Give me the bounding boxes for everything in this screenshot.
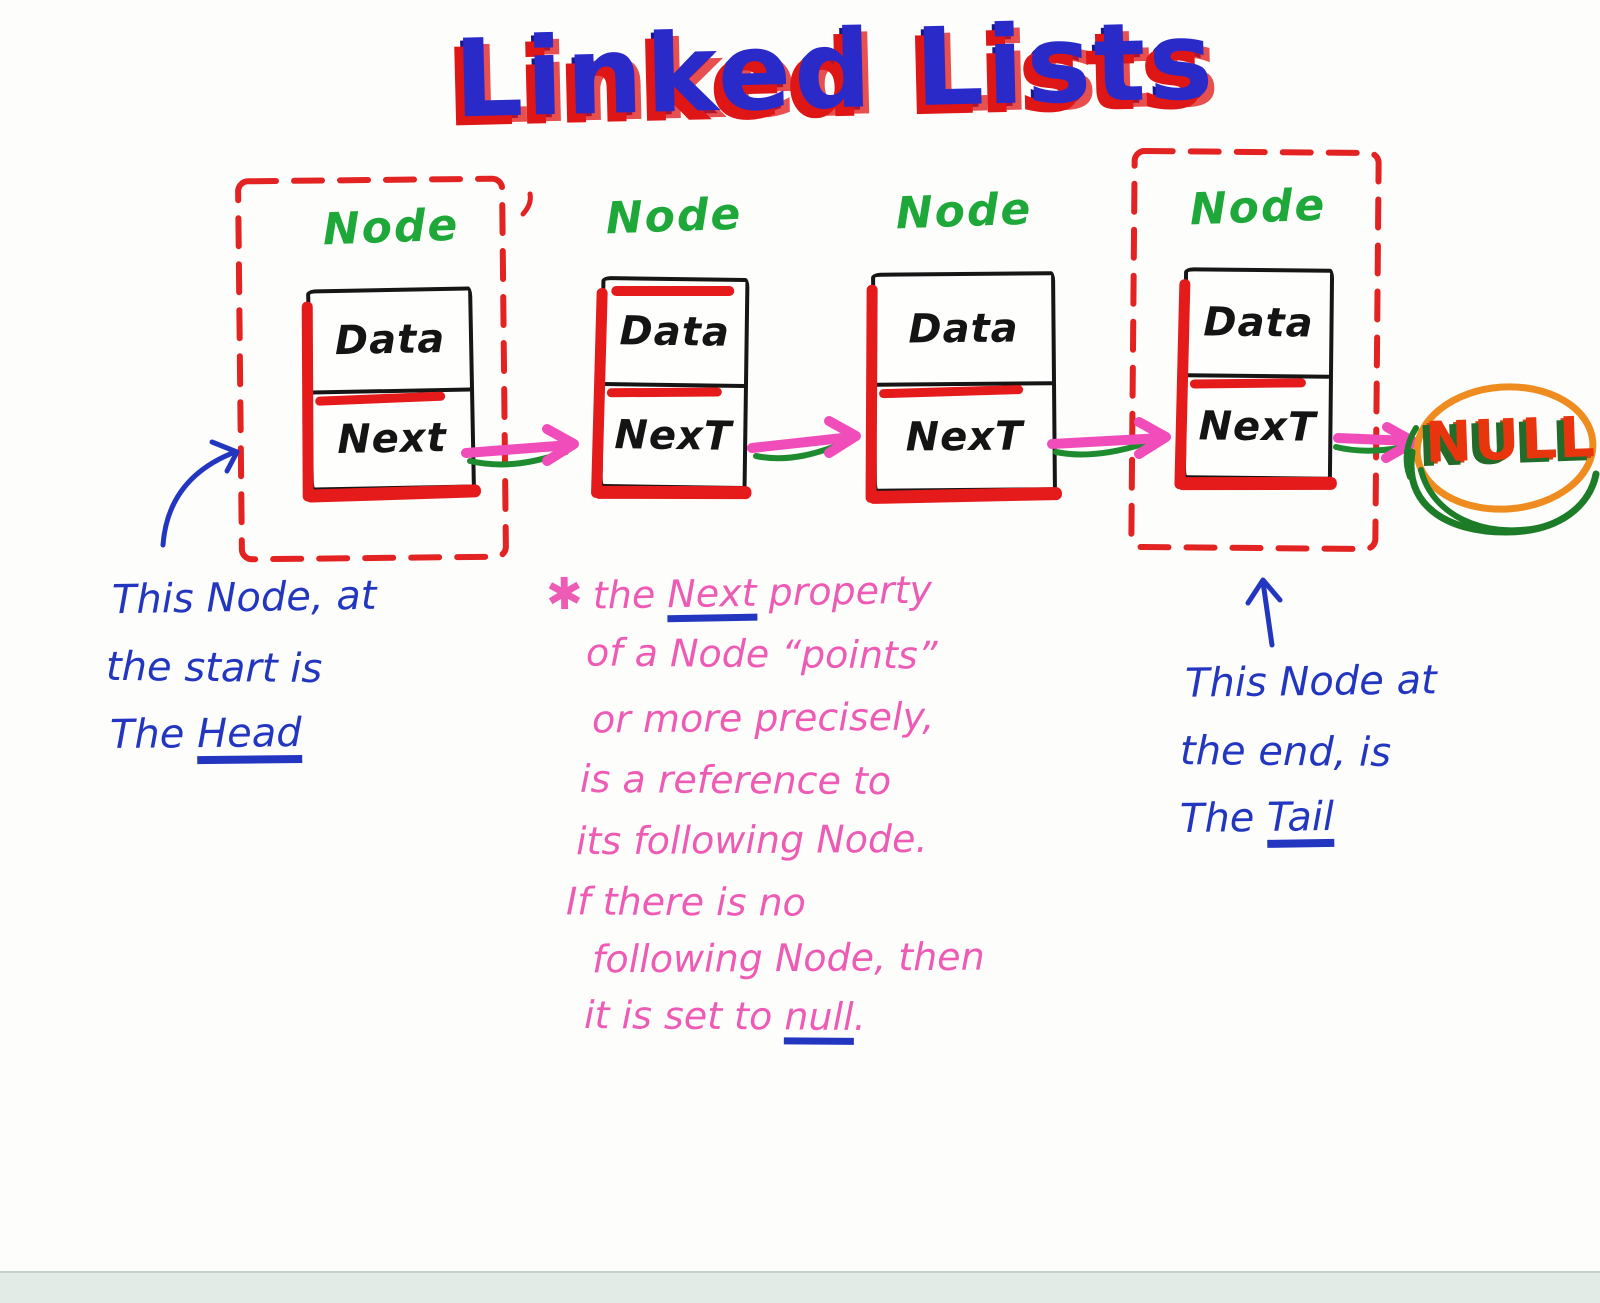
node-3-label: Node — [894, 183, 1034, 240]
node-1-next-cell: Next — [336, 415, 448, 464]
head-note-head-word: Head — [197, 710, 302, 764]
node-3-next-cell: NexT — [905, 413, 1024, 461]
pointer-note-line-1-post: property — [756, 567, 933, 615]
next-pointer-arrow-4 — [1333, 422, 1419, 463]
tail-note-line-3-pre: The — [1179, 794, 1268, 843]
tail-note-line-2: the end, is — [1179, 728, 1392, 776]
node-2-label: Node — [604, 188, 744, 245]
node-3: Node Data NexT — [865, 184, 1063, 505]
red-marker-bottom — [593, 485, 752, 500]
red-marker-left — [301, 301, 314, 502]
head-note-line-2: the start is — [105, 643, 323, 693]
pointer-note-line-8-pre: it is set to — [583, 993, 785, 1039]
pointer-note-line-6: If there is no — [565, 879, 806, 925]
pointer-note-line-8: it is set to null. — [583, 993, 866, 1045]
node-4: Node Data NexT — [1174, 180, 1337, 491]
pointer-note-line-8-post: . — [853, 994, 866, 1039]
tail-note-line-1: This Node at — [1184, 657, 1438, 707]
node-2-box: Data NexT — [590, 275, 752, 500]
tail-note-tail-word: Tail — [1267, 794, 1335, 848]
pointer-note-line-5: its following Node. — [575, 816, 928, 864]
node-2-next-cell: NexT — [614, 412, 733, 460]
node-2-data-cell: Data — [603, 280, 746, 388]
pointer-note-line-7: following Node, then — [591, 934, 985, 982]
pointer-note-line-2: of a Node “points” — [585, 630, 938, 678]
pointer-note-line-3: or more precisely, — [591, 694, 935, 742]
red-marker-divider — [606, 387, 722, 398]
node-4-label: Node — [1188, 179, 1328, 236]
pointer-note-next-word: Next — [667, 571, 757, 622]
node-1-data-cell: Data — [310, 290, 471, 395]
node-3-box: Data NexT — [865, 271, 1063, 505]
tail-note-line-3: The Tail — [1179, 794, 1335, 849]
red-marker-bottom — [867, 486, 1063, 505]
page-title: Linked Lists — [452, 0, 1218, 143]
head-arrow — [160, 439, 240, 548]
red-marker-bottom — [1176, 476, 1337, 491]
head-note-line-3-pre: The — [109, 711, 198, 759]
next-pointer-arrow-2 — [747, 416, 861, 462]
red-marker-left — [865, 284, 878, 503]
pointer-note-line-4: is a reference to — [579, 756, 892, 804]
next-pointer-arrow-1 — [461, 424, 579, 468]
node-1-label: Node — [321, 199, 461, 256]
node-4-data-cell: Data — [1186, 271, 1331, 379]
node-4-box: Data NexT — [1174, 267, 1337, 491]
node-3-data-cell: Data — [875, 275, 1053, 387]
pointer-note-line-1: ✱the Next property — [546, 565, 933, 624]
tail-arrow — [1245, 577, 1283, 648]
stray-red-tick — [520, 191, 533, 217]
red-marker-top — [611, 285, 735, 296]
node-4-next-cell: NexT — [1198, 403, 1317, 451]
node-1: Node Data Next — [301, 200, 482, 503]
null-label: NULL — [1423, 404, 1598, 476]
node-1-box: Data Next — [301, 286, 482, 503]
head-note-line-1: This Node, at — [111, 572, 377, 624]
scanner-band — [0, 1271, 1600, 1303]
red-marker-divider — [1189, 378, 1307, 389]
next-pointer-arrow-3 — [1047, 417, 1171, 459]
asterisk-bullet: ✱ — [545, 568, 584, 621]
pointer-note-null-word: null — [784, 994, 854, 1045]
pointer-note-line-1-pre: the — [592, 572, 668, 618]
head-note-line-3: The Head — [109, 710, 302, 765]
node-2: Node Data NexT — [590, 189, 752, 500]
